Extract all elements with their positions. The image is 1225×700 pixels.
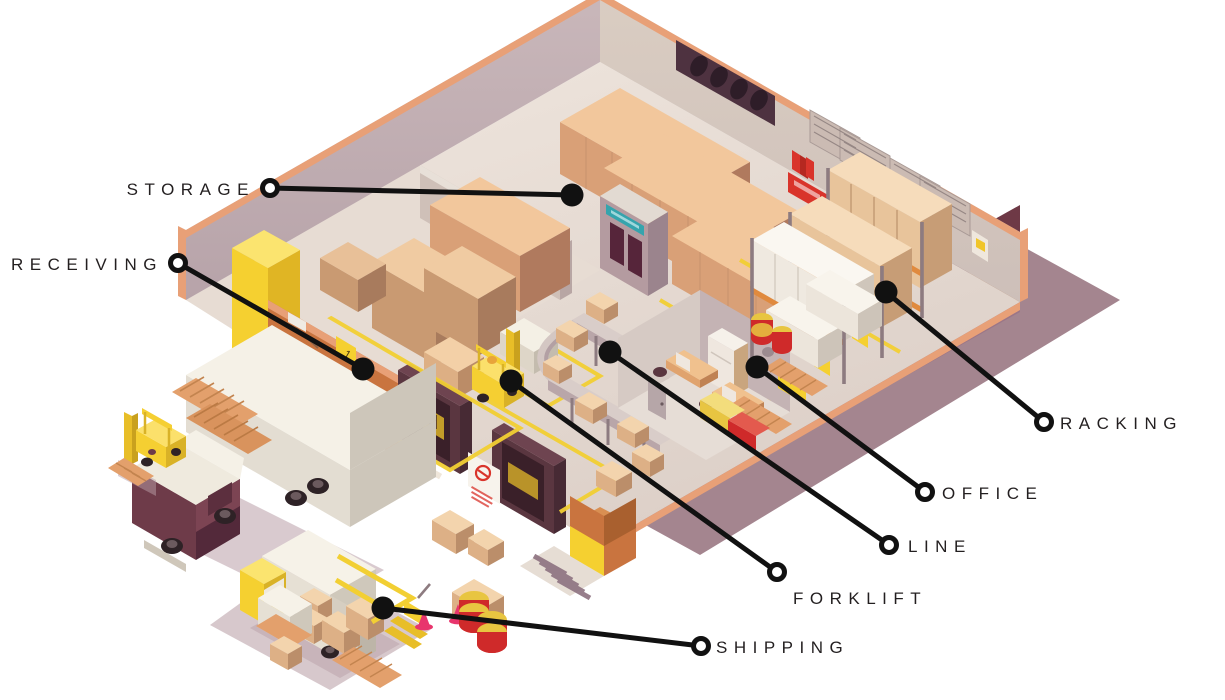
bulk-storage-doorway xyxy=(600,184,668,296)
callout-leader-line xyxy=(607,349,892,548)
callout-label-storage[interactable]: STORAGE xyxy=(126,180,255,199)
callout-ring[interactable] xyxy=(915,482,935,502)
callout-ring[interactable] xyxy=(767,562,787,582)
callout-anchor-dot[interactable] xyxy=(874,280,898,304)
callout-ring[interactable] xyxy=(260,178,280,198)
callout-leaders xyxy=(175,185,1047,649)
dock-floor-boxes xyxy=(432,510,504,566)
receiving-carton-stacks xyxy=(320,238,516,398)
callout-rings xyxy=(168,178,1054,656)
callout-anchor-dot[interactable] xyxy=(598,340,622,364)
callout-label-racking[interactable]: RACKING xyxy=(1060,414,1183,433)
callout-leader-line xyxy=(267,185,575,198)
callout-leader-line xyxy=(754,364,928,495)
callout-ring[interactable] xyxy=(1034,412,1054,432)
callout-label-line[interactable]: LINE xyxy=(908,537,972,556)
callout-anchor-dot[interactable] xyxy=(560,183,584,207)
outdoor-pallets xyxy=(172,376,272,454)
callout-label-office[interactable]: OFFICE xyxy=(942,484,1044,503)
no-smoking-sign xyxy=(468,452,500,508)
fire-extinguishers xyxy=(792,150,814,181)
callout-ring[interactable] xyxy=(691,636,711,656)
callout-anchor-dot[interactable] xyxy=(745,355,769,379)
callout-anchor-dots xyxy=(351,183,898,620)
callout-leader-line xyxy=(883,289,1047,425)
stairs xyxy=(520,496,636,601)
callout-anchor-dot[interactable] xyxy=(499,369,523,393)
callout-anchor-dot[interactable] xyxy=(351,357,375,381)
pallet-racking xyxy=(750,152,952,384)
forklift-outdoor xyxy=(108,408,186,496)
svg-text:1: 1 xyxy=(342,348,353,361)
shipping-yard-goods xyxy=(256,579,507,688)
indoor-barrels xyxy=(751,313,792,354)
callout-leader-line xyxy=(380,605,704,649)
outdoor-barrels xyxy=(459,591,507,653)
callout-ring[interactable] xyxy=(168,253,188,273)
bulk-storage-sign xyxy=(606,204,644,236)
callout-label-forklift[interactable]: FORKLIFT xyxy=(793,589,928,608)
callout-label-shipping[interactable]: SHIPPING xyxy=(716,638,850,657)
floor-pallets-racking xyxy=(728,358,828,434)
callout-anchor-dot[interactable] xyxy=(371,596,395,620)
callout-leader-line xyxy=(175,260,366,372)
back-wall-left xyxy=(178,0,600,300)
ceiling-fan-unit xyxy=(676,40,775,126)
floor-boxes-line xyxy=(596,444,664,497)
warning-sign-right xyxy=(972,230,988,262)
callout-leader-line xyxy=(508,378,780,575)
callout-label-receiving[interactable]: RECEIVING xyxy=(10,255,163,274)
office-desk-1 xyxy=(653,350,718,388)
callout-ring[interactable] xyxy=(879,535,899,555)
